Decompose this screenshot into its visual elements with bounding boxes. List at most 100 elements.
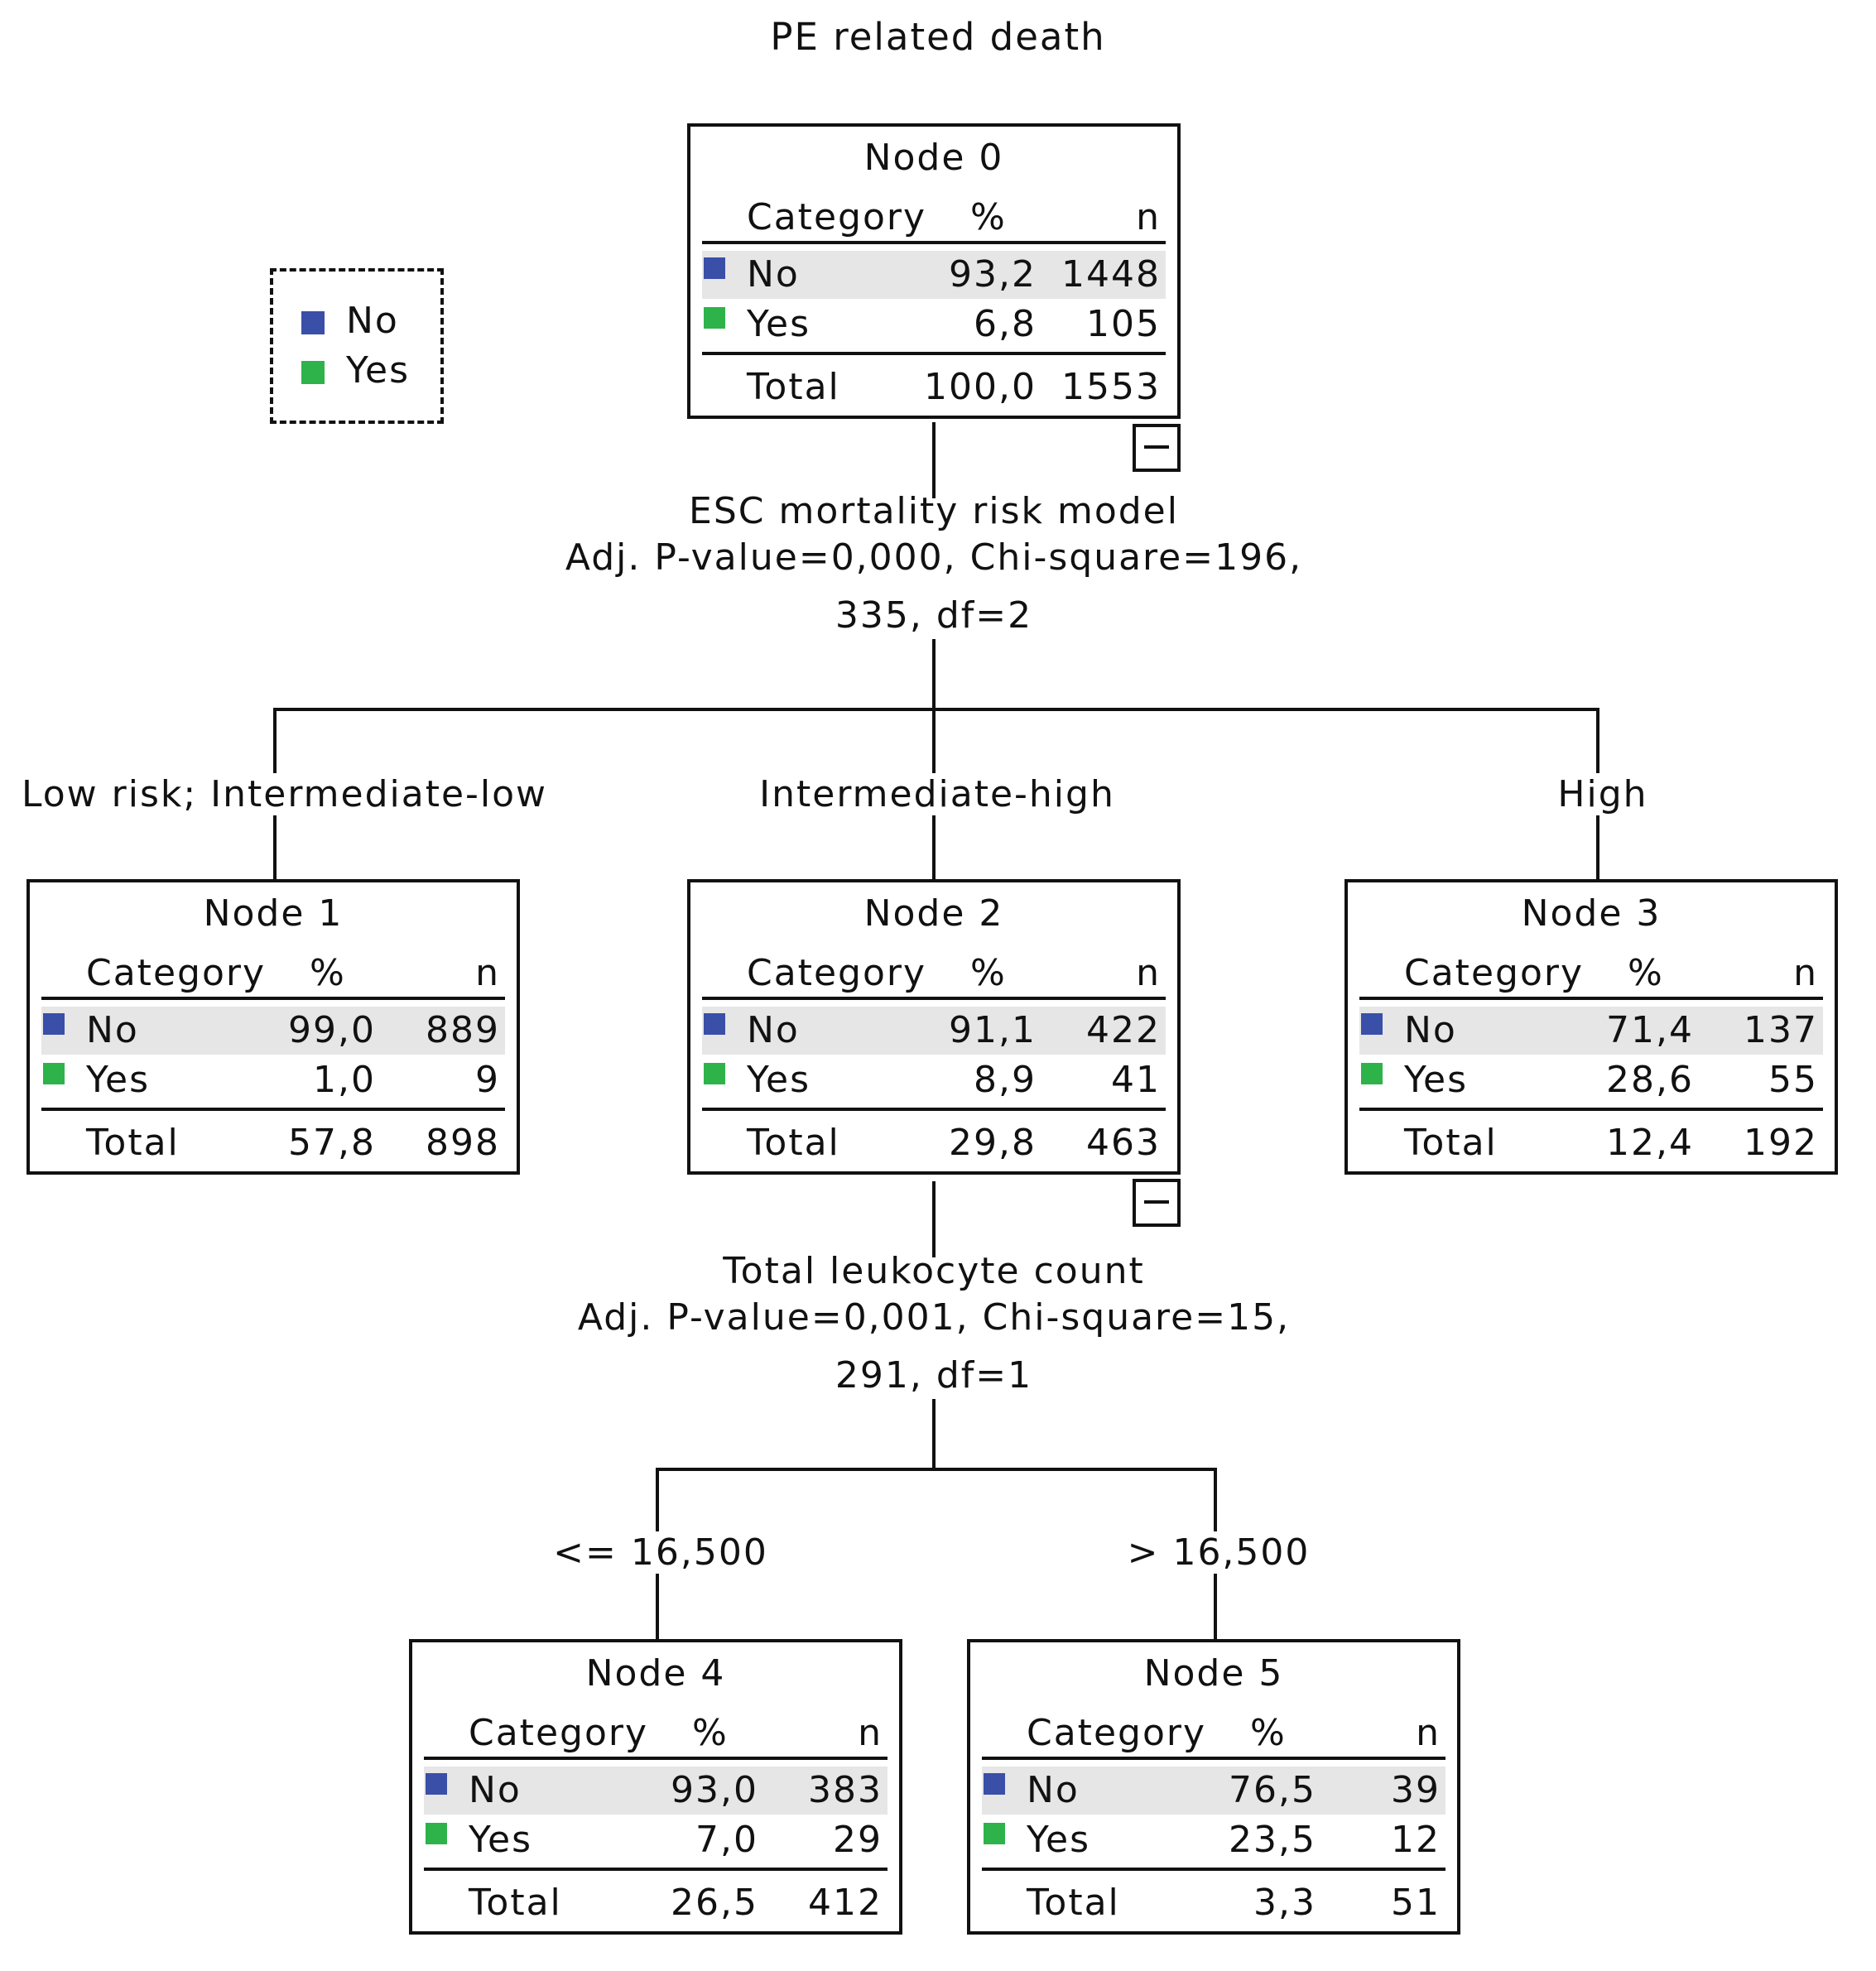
row-count: 12 bbox=[1391, 1819, 1441, 1861]
connector-root-down bbox=[932, 422, 936, 498]
table-rule bbox=[41, 1108, 505, 1111]
row-label: No bbox=[747, 253, 800, 296]
minus-icon bbox=[1144, 445, 1169, 449]
node-title: Node 2 bbox=[863, 892, 1004, 935]
collapse-node2-button[interactable] bbox=[1133, 1179, 1181, 1227]
split-root-stats-line2: 335, df=2 bbox=[835, 594, 1033, 637]
row-count: 1553 bbox=[1061, 366, 1161, 408]
split-root-variable: ESC mortality risk model bbox=[689, 490, 1179, 532]
split-root: ESC mortality risk model Adj. P-value=0,… bbox=[520, 488, 1348, 639]
table-rule bbox=[1359, 1108, 1823, 1111]
row-percent: 91,1 bbox=[949, 1009, 1037, 1051]
row-yes: Yes 7,0 29 bbox=[424, 1816, 887, 1864]
row-percent: 93,2 bbox=[949, 253, 1037, 296]
header-percent: % bbox=[970, 196, 1007, 238]
tree-node-5[interactable]: Node 5 Category % n No 76,5 39 Yes 23,5 … bbox=[967, 1639, 1460, 1935]
header-n: n bbox=[858, 1712, 883, 1754]
row-yes: Yes 8,9 41 bbox=[702, 1056, 1166, 1104]
row-total: Total 57,8 898 bbox=[41, 1119, 505, 1167]
swatch-no bbox=[43, 1013, 65, 1035]
table-rule bbox=[702, 352, 1166, 355]
header-category: Category bbox=[1027, 1712, 1206, 1754]
table-rule bbox=[41, 997, 505, 1000]
row-percent: 100,0 bbox=[924, 366, 1037, 408]
swatch-yes bbox=[704, 307, 725, 329]
header-category: Category bbox=[469, 1712, 648, 1754]
row-no: No 93,0 383 bbox=[424, 1767, 887, 1815]
header-percent: % bbox=[1628, 952, 1664, 994]
row-no: No 76,5 39 bbox=[982, 1767, 1445, 1815]
row-count: 51 bbox=[1391, 1882, 1441, 1924]
row-label: No bbox=[86, 1009, 139, 1051]
legend-label-yes: Yes bbox=[346, 349, 411, 392]
swatch-yes bbox=[43, 1063, 65, 1084]
row-count: 137 bbox=[1744, 1009, 1818, 1051]
branch-label-node4: <= 16,500 bbox=[532, 1531, 790, 1574]
row-percent: 71,4 bbox=[1606, 1009, 1694, 1051]
table-rule bbox=[982, 1757, 1445, 1760]
split-node2: Total leukocyte count Adj. P-value=0,001… bbox=[520, 1248, 1348, 1399]
branch-label-node3: High bbox=[1515, 773, 1691, 815]
swatch-no bbox=[984, 1773, 1005, 1795]
row-percent: 29,8 bbox=[949, 1122, 1037, 1164]
swatch-no bbox=[1361, 1013, 1383, 1035]
connector-root-split bbox=[932, 639, 936, 710]
row-label: Total bbox=[747, 1122, 840, 1164]
row-count: 41 bbox=[1111, 1059, 1161, 1101]
row-total: Total 3,3 51 bbox=[982, 1879, 1445, 1927]
branch-label-node1: Low risk; Intermediate-low bbox=[17, 773, 546, 815]
table-rule bbox=[424, 1757, 887, 1760]
row-yes: Yes 23,5 12 bbox=[982, 1816, 1445, 1864]
table-rule bbox=[702, 1108, 1166, 1111]
header-category: Category bbox=[1404, 952, 1584, 994]
row-percent: 23,5 bbox=[1229, 1819, 1316, 1861]
row-count: 29 bbox=[833, 1819, 883, 1861]
legend-swatch-no bbox=[301, 311, 325, 334]
tree-node-0[interactable]: Node 0 Category % n No 93,2 1448 Yes 6,8… bbox=[687, 123, 1181, 419]
row-no: No 93,2 1448 bbox=[702, 251, 1166, 299]
connector-node2-down bbox=[932, 1181, 936, 1257]
row-percent: 26,5 bbox=[671, 1882, 758, 1924]
row-count: 463 bbox=[1086, 1122, 1161, 1164]
tree-node-4[interactable]: Node 4 Category % n No 93,0 383 Yes 7,0 … bbox=[409, 1639, 902, 1935]
header-n: n bbox=[1136, 952, 1161, 994]
row-percent: 1,0 bbox=[313, 1059, 376, 1101]
row-percent: 76,5 bbox=[1229, 1769, 1316, 1811]
header-category: Category bbox=[747, 952, 926, 994]
header-percent: % bbox=[310, 952, 346, 994]
row-no: No 91,1 422 bbox=[702, 1007, 1166, 1055]
row-label: Total bbox=[469, 1882, 562, 1924]
row-count: 889 bbox=[426, 1009, 500, 1051]
row-count: 39 bbox=[1391, 1769, 1441, 1811]
node-title: Node 3 bbox=[1521, 892, 1662, 935]
row-percent: 57,8 bbox=[288, 1122, 376, 1164]
row-yes: Yes 6,8 105 bbox=[702, 300, 1166, 349]
node-title: Node 1 bbox=[203, 892, 344, 935]
row-percent: 99,0 bbox=[288, 1009, 376, 1051]
header-percent: % bbox=[970, 952, 1007, 994]
row-label: Yes bbox=[1404, 1059, 1469, 1101]
branch-label-node2: Intermediate-high bbox=[725, 773, 1149, 815]
row-count: 55 bbox=[1768, 1059, 1818, 1101]
header-category: Category bbox=[747, 196, 926, 238]
row-total: Total 29,8 463 bbox=[702, 1119, 1166, 1167]
row-count: 105 bbox=[1086, 303, 1161, 345]
swatch-yes bbox=[704, 1063, 725, 1084]
split-node2-stats-line2: 291, df=1 bbox=[835, 1354, 1033, 1397]
tree-node-2[interactable]: Node 2 Category % n No 91,1 422 Yes 8,9 … bbox=[687, 879, 1181, 1175]
swatch-no bbox=[704, 257, 725, 279]
tree-node-3[interactable]: Node 3 Category % n No 71,4 137 Yes 28,6… bbox=[1344, 879, 1838, 1175]
collapse-node0-button[interactable] bbox=[1133, 424, 1181, 472]
row-total: Total 100,0 1553 bbox=[702, 363, 1166, 411]
swatch-yes bbox=[426, 1823, 447, 1844]
row-label: No bbox=[1404, 1009, 1457, 1051]
tree-node-1[interactable]: Node 1 Category % n No 99,0 889 Yes 1,0 … bbox=[26, 879, 520, 1175]
row-total: Total 12,4 192 bbox=[1359, 1119, 1823, 1167]
split-node2-stats-line1: Adj. P-value=0,001, Chi-square=15, bbox=[577, 1296, 1291, 1339]
table-rule bbox=[424, 1868, 887, 1871]
row-label: No bbox=[747, 1009, 800, 1051]
row-label: Yes bbox=[86, 1059, 151, 1101]
row-label: Yes bbox=[747, 1059, 811, 1101]
row-label: No bbox=[469, 1769, 522, 1811]
row-count: 192 bbox=[1744, 1122, 1818, 1164]
